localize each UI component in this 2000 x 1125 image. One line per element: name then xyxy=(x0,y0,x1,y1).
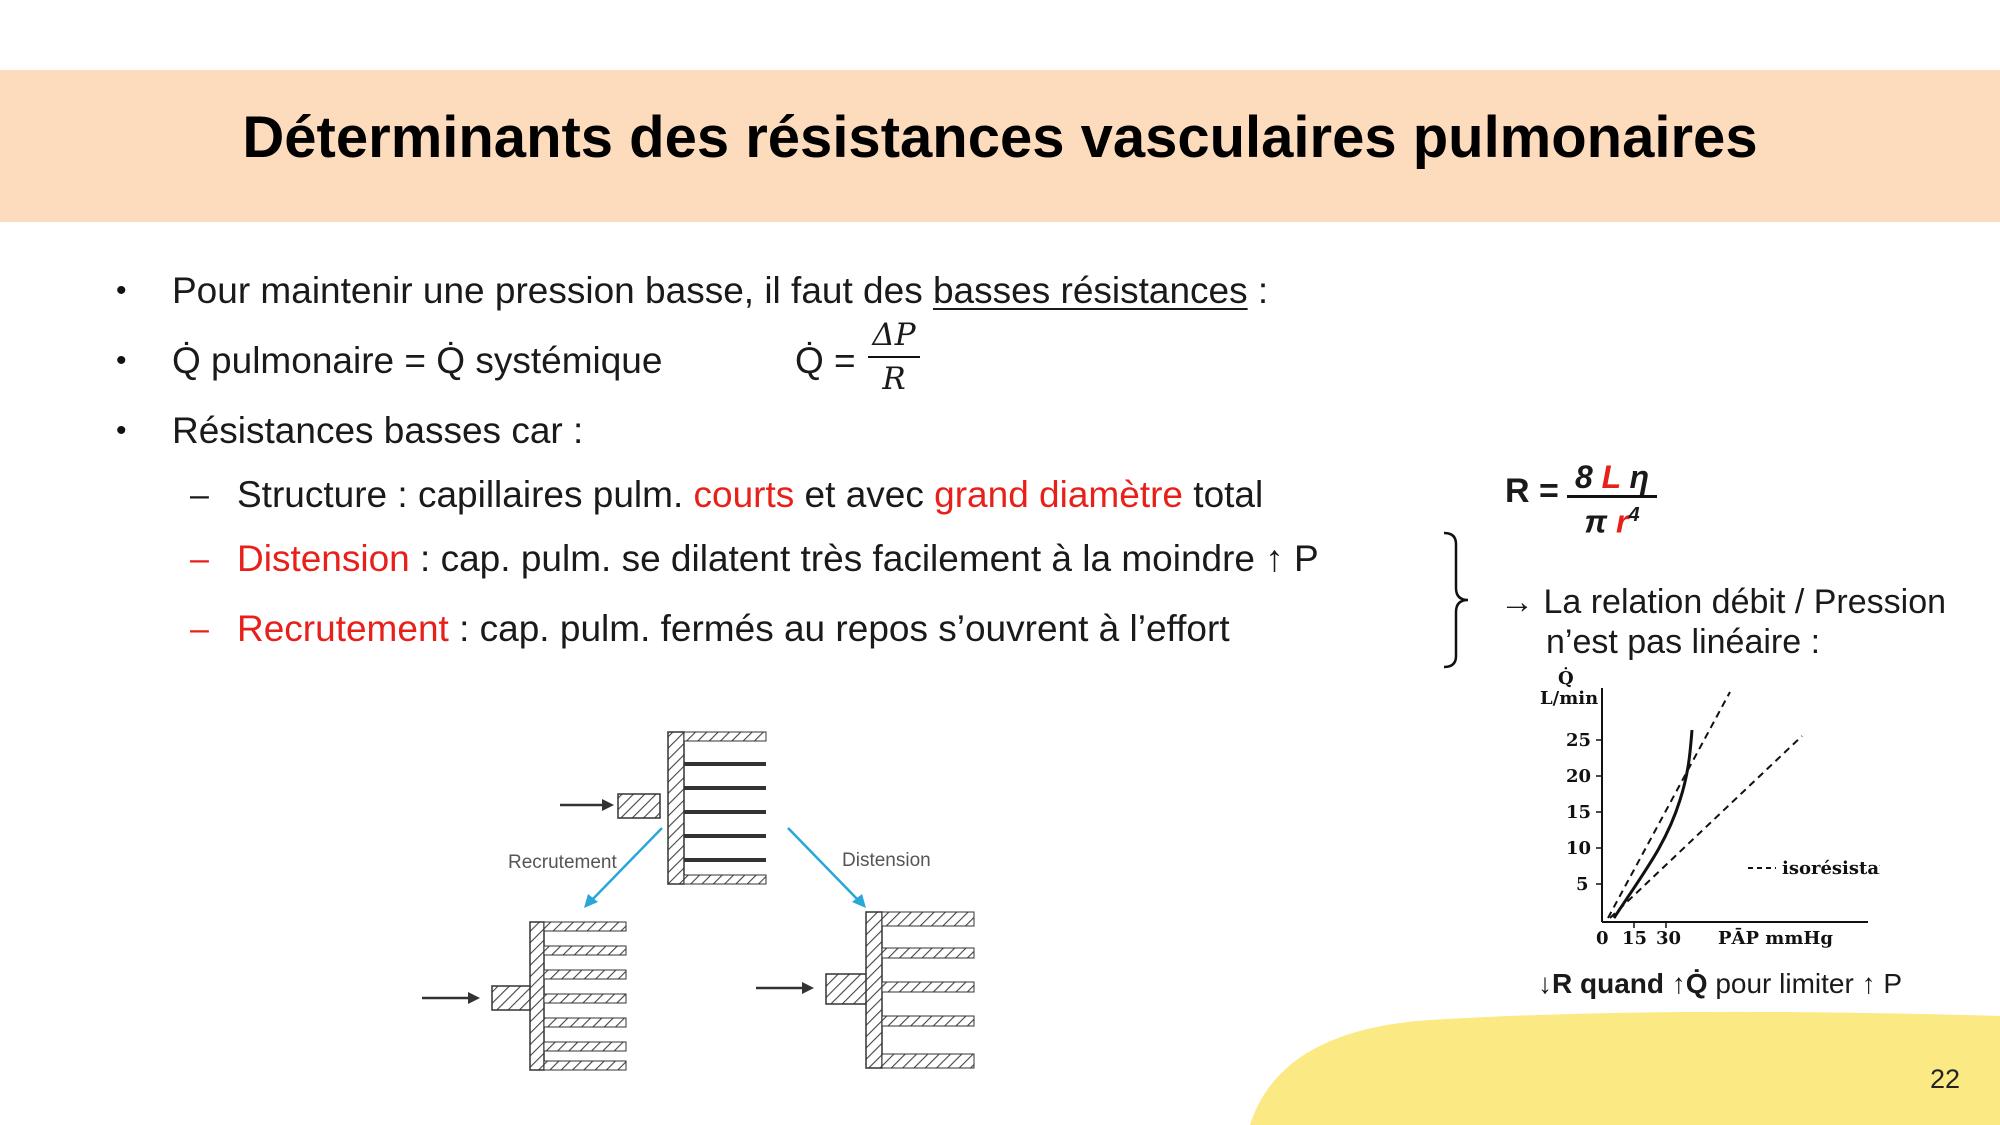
graph-y-symbol: Q̇ xyxy=(1558,667,1574,689)
flow-formula-fraction: ΔP R xyxy=(868,316,920,398)
recrutement-text: : cap. pulm. fermés au repos s’ouvrent à… xyxy=(448,608,1230,649)
capillary-network-rest xyxy=(560,731,767,885)
sub-item-structure: Structure : capillaires pulm. courts et … xyxy=(237,474,1263,516)
slide-title: Déterminants des résistances vasculaires… xyxy=(242,105,1758,170)
graph-y-tick-label: 15 xyxy=(1566,802,1591,823)
bullet-marker: • xyxy=(116,344,127,377)
bullet-1-text: Pour maintenir une pression basse, il fa… xyxy=(172,270,933,311)
graph-y-ticks: 25 20 15 10 5 xyxy=(1566,730,1602,895)
caption-bold: ↓R quand ↑Q̇ xyxy=(1538,968,1708,999)
structure-mid: et avec xyxy=(794,474,935,515)
right-brace xyxy=(1443,531,1469,669)
flow-denominator: R xyxy=(882,361,906,397)
flow-numerator: ΔP xyxy=(872,317,916,353)
structure-red-courts: courts xyxy=(693,474,795,515)
graph-x-tick-label: 0 xyxy=(1596,928,1609,949)
relation-note-line2: n’est pas linéaire : xyxy=(1546,623,1821,661)
graph-x-tick-label: 30 xyxy=(1656,928,1681,949)
r-formula-fraction: 8 L η π r4 xyxy=(1567,460,1657,538)
r-num-L: L xyxy=(1601,459,1621,495)
r-formula-lhs: R = xyxy=(1505,472,1559,510)
r-fraction-bar xyxy=(1567,495,1657,498)
r-den-pi: π xyxy=(1584,503,1608,540)
dash-marker: – xyxy=(190,540,209,578)
structure-text: Structure : capillaires pulm. xyxy=(237,474,694,515)
graph-legend: isorésistances xyxy=(1782,858,1880,879)
structure-red-diametre: grand diamètre xyxy=(934,474,1184,515)
graph-y-tick-label: 10 xyxy=(1566,838,1591,859)
page-number: 22 xyxy=(1929,1064,1960,1094)
caption-rest: pour limiter ↑ P xyxy=(1707,968,1903,999)
relation-note: → La relation débit / Pression xyxy=(1500,582,1946,622)
arrow-to-recrutement xyxy=(589,827,663,903)
bullet-3: Résistances basses car : xyxy=(172,410,584,451)
flow-pressure-curve xyxy=(1612,729,1694,919)
dash-marker: – xyxy=(190,476,209,514)
arrowhead xyxy=(584,894,598,908)
structure-post: total xyxy=(1183,474,1264,515)
isoresistance-line-steep xyxy=(1607,691,1731,919)
bullet-1-post: : xyxy=(1247,270,1269,311)
graph-caption: ↓R quand ↑Q̇ pour limiter ↑ P xyxy=(1538,968,1902,1000)
graph-y-tick-label: 5 xyxy=(1576,874,1589,895)
flow-pressure-graph: Q̇ L/min 25 20 15 10 5 0 15 30 PĀP mmHg … xyxy=(1540,667,1880,949)
graph-x-ticks: 0 15 30 PĀP mmHg xyxy=(1596,922,1833,949)
sub-item-distension: Distension : cap. pulm. se dilatent très… xyxy=(237,538,1319,580)
isoresistance-line-shallow xyxy=(1609,735,1803,919)
recrutement-label: Recrutement xyxy=(237,608,449,649)
r-num-eta: η xyxy=(1629,459,1650,495)
bullet-marker: • xyxy=(116,274,127,307)
diagram-label-distension: Distension xyxy=(842,850,931,871)
bullet-1: Pour maintenir une pression basse, il fa… xyxy=(172,270,1268,312)
dash-marker: – xyxy=(190,610,209,648)
capillary-network-distension xyxy=(756,911,975,1069)
r-den-exp: 4 xyxy=(1628,504,1640,526)
bullet-2: Q̇ pulmonaire = Q̇ systémique xyxy=(172,340,663,381)
diagram-label-recrutement: Recrutement xyxy=(508,852,617,873)
bullet-marker: • xyxy=(116,414,127,447)
flow-formula-lhs: Q̇ = xyxy=(795,340,856,381)
relation-arrow: → xyxy=(1500,583,1534,621)
bullet-1-underlined: basses résistances xyxy=(932,270,1248,311)
distension-text: : cap. pulm. se dilatent très facilement… xyxy=(409,538,1319,579)
relation-line-1: La relation débit / Pression xyxy=(1543,583,1947,621)
fraction-bar xyxy=(868,356,920,358)
graph-y-tick-label: 20 xyxy=(1566,766,1591,787)
capillary-network-recrutement xyxy=(422,921,627,1071)
capillary-diagram: Recrutement Distension xyxy=(422,731,975,1071)
r-den-r: r xyxy=(1616,503,1629,540)
arrow-to-distension xyxy=(787,827,861,903)
arrowhead xyxy=(852,894,866,908)
graph-x-tick-label: 15 xyxy=(1622,928,1647,949)
graph-y-tick-label: 25 xyxy=(1566,730,1591,751)
graph-y-unit: L/min xyxy=(1540,688,1598,709)
r-num-8: 8 xyxy=(1574,459,1593,495)
title-band xyxy=(0,70,2000,222)
graph-x-axis-label: PĀP mmHg xyxy=(1718,927,1833,949)
distension-label: Distension xyxy=(237,538,410,579)
sub-item-recrutement: Recrutement : cap. pulm. fermés au repos… xyxy=(237,608,1230,650)
yellow-decoration xyxy=(1250,1011,2000,1125)
